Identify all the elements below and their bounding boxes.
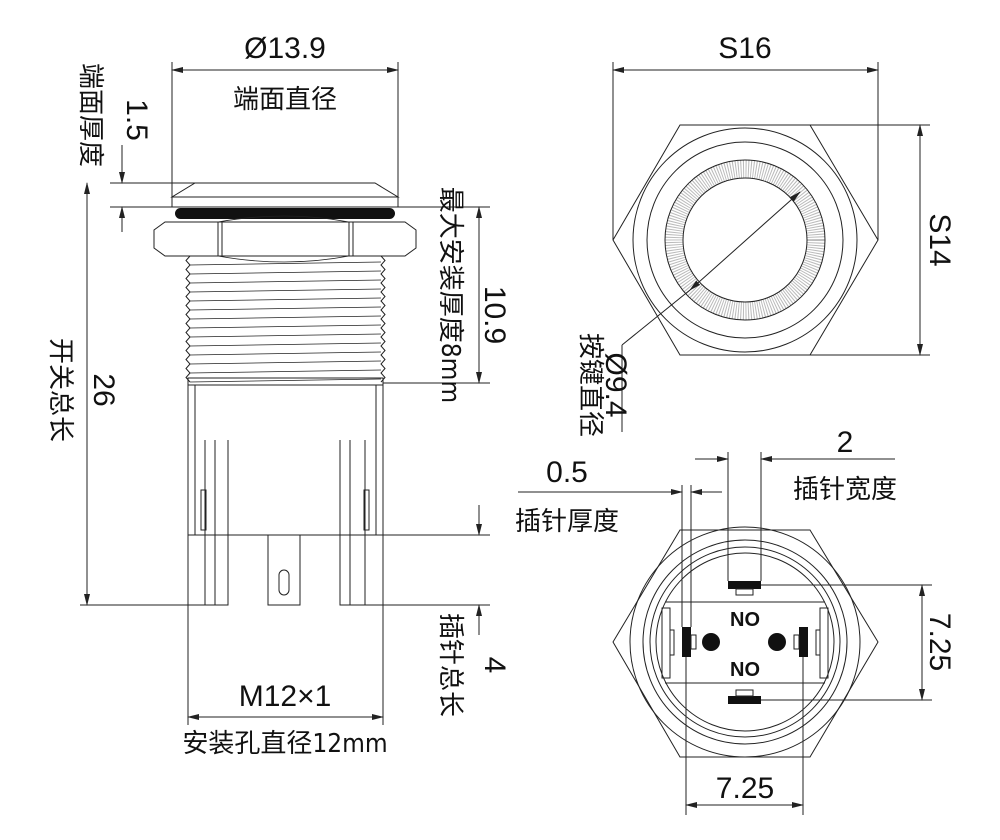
face-thickness-label: 端面厚度 [75, 63, 105, 167]
face-diameter-label: 端面直径 [233, 85, 337, 115]
pin-spacing-horizontal-value: 7.25 [716, 772, 774, 805]
pin-top [728, 581, 761, 589]
pin-bottom [728, 696, 761, 704]
total-length-value: 26 [87, 373, 120, 406]
button-head [170, 182, 400, 198]
pin-length-value: 4 [478, 657, 511, 674]
pin-thickness-value: 0.5 [546, 456, 588, 489]
hex-width-value: S16 [718, 32, 771, 65]
led-ring [665, 160, 825, 320]
thread-line [189, 315, 382, 320]
face-diameter-value: Ø13.9 [244, 32, 326, 65]
thread-line [189, 369, 382, 374]
thread-line [189, 378, 382, 383]
pin-length-label: 插针总长 [435, 613, 465, 717]
thread-line [189, 288, 382, 293]
hex-nut [153, 221, 417, 257]
side-view: Ø13.9 端面直径 [45, 32, 511, 759]
hex-flat-value: S14 [923, 213, 956, 266]
pin-thickness-label: 插针厚度 [515, 507, 619, 537]
total-length-label: 开关总长 [45, 338, 75, 442]
thread-line [189, 333, 382, 338]
thread-value: M12×1 [239, 680, 332, 713]
led-terminal-left [702, 633, 720, 651]
pin-spacing-vertical-value: 7.25 [923, 613, 956, 671]
max-panel-label: 最大安装厚度8mm [435, 187, 465, 403]
thread [185, 255, 386, 383]
button-diameter-value: Ø9.4 [599, 352, 632, 417]
button-diameter-dimension [689, 191, 801, 291]
thread-profile [380, 255, 386, 383]
bottom-view: NO NO 2 插针宽度 0.5 插针厚度 7.25 7.25 [515, 426, 956, 815]
led-terminal-right [768, 633, 786, 651]
thread-profile [185, 255, 191, 383]
pin-width-value: 2 [837, 426, 854, 459]
switch-body [187, 377, 384, 536]
pins-side [200, 440, 370, 606]
thread-label: 安装孔直径12mm [182, 729, 387, 759]
contact-label-bottom: NO [730, 659, 760, 681]
pin-left [682, 627, 691, 657]
thread-line [189, 324, 382, 329]
thread-line [189, 306, 382, 311]
button-diameter-label: 按键直径 [575, 333, 605, 437]
thread-line [189, 261, 382, 266]
o-ring [175, 208, 395, 219]
thread-line [189, 360, 382, 365]
thread-line [189, 351, 382, 356]
top-view: S16 S14 Ø9.4 按键直径 [575, 32, 956, 437]
thread-line [189, 270, 382, 275]
hex-outline-bottom [612, 529, 879, 758]
thread-line [189, 279, 382, 284]
face-thickness-value: 1.5 [120, 99, 153, 141]
pin-width-label: 插针宽度 [793, 475, 897, 505]
contact-label-top: NO [730, 609, 760, 631]
thread-line [189, 297, 382, 302]
pin-right [799, 627, 808, 657]
thread-line [189, 342, 382, 347]
max-panel-value: 10.9 [478, 286, 511, 344]
